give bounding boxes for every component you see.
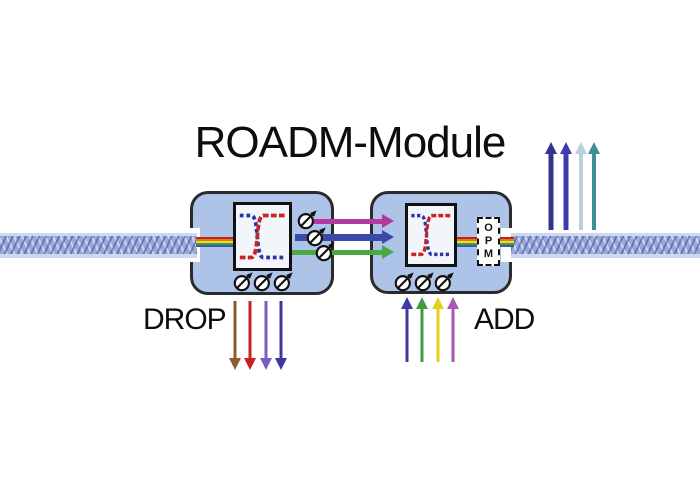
output-arrow-2 (560, 142, 572, 230)
attenuator-icon (432, 268, 458, 294)
attenuator-icon (231, 268, 257, 294)
add-label: ADD (474, 303, 535, 336)
add-arrow-1 (401, 297, 413, 362)
fiber-cable-west (0, 233, 197, 258)
output-arrow-3 (575, 142, 587, 230)
attenuator-icon (392, 268, 418, 294)
output-arrow-4 (588, 142, 600, 230)
express-arrow-magenta (298, 214, 394, 229)
fiber-cable-east (511, 233, 700, 258)
spectrum-band-output (495, 237, 514, 247)
wss-box-drop (233, 202, 292, 271)
drop-label: DROP (143, 303, 227, 336)
spectrum-band-to-opm (450, 237, 478, 247)
attenuator-icon (251, 268, 277, 294)
opm-letter: P (484, 235, 493, 247)
spectrum-band-input (196, 237, 236, 247)
attenuator-icon (271, 268, 297, 294)
wss-crossconnect-icon (411, 213, 451, 257)
express-arrow-blue (295, 230, 394, 245)
output-arrow-1 (545, 142, 557, 230)
wss-box-add (405, 203, 457, 267)
express-arrow-green (292, 245, 394, 260)
drop-arrow-2 (244, 301, 256, 370)
attenuator-icon (412, 268, 438, 294)
add-arrow-4 (447, 297, 459, 362)
drop-arrow-4 (275, 301, 287, 370)
diagram-title: ROADM-Module (194, 118, 507, 167)
opm-letter: O (484, 222, 493, 234)
attenuator-icon (304, 223, 330, 249)
opm-letter: M (483, 248, 494, 260)
opm-box: O P M (477, 217, 500, 266)
drop-arrow-3 (260, 301, 272, 370)
attenuator-icon (313, 238, 339, 264)
add-arrow-2 (416, 297, 428, 362)
attenuator-icon (295, 206, 321, 232)
drop-arrow-1 (229, 301, 241, 370)
add-arrow-3 (432, 297, 444, 362)
wss-crossconnect-icon (239, 213, 286, 260)
